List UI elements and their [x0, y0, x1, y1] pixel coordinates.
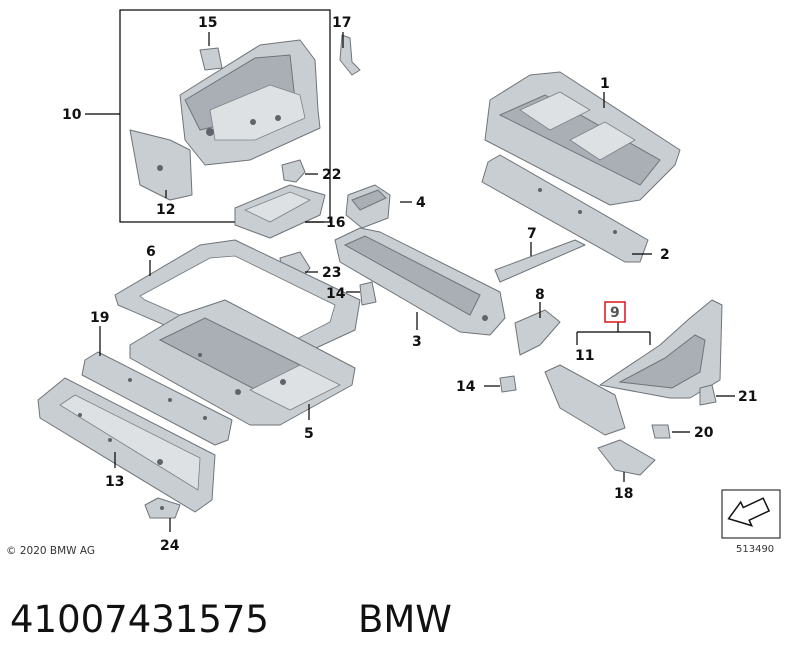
callout-22[interactable]: 22	[322, 167, 341, 183]
callout-14b[interactable]: 14	[456, 379, 476, 395]
callout-19[interactable]: 19	[90, 310, 109, 326]
callout-12[interactable]: 12	[156, 202, 175, 218]
callout-9[interactable]: 9	[610, 305, 620, 321]
part-19-drawing[interactable]	[81, 351, 233, 446]
selected-callout-highlight	[604, 301, 626, 323]
callout-20[interactable]: 20	[694, 425, 714, 441]
callout-4[interactable]: 4	[416, 195, 426, 211]
leader-lines	[85, 32, 735, 532]
callout-15[interactable]: 15	[198, 15, 217, 31]
part-13-drawing[interactable]	[37, 377, 216, 513]
callout-24[interactable]: 24	[160, 538, 180, 554]
callout-10[interactable]: 10	[62, 107, 82, 123]
footer-brand: BMW	[358, 598, 452, 641]
part-17-drawing[interactable]	[339, 34, 361, 76]
part-24-drawing[interactable]	[144, 497, 181, 519]
part-4-drawing[interactable]	[345, 184, 391, 229]
part-11-drawing[interactable]	[544, 364, 626, 436]
part-7-drawing[interactable]	[494, 239, 586, 283]
callout-3[interactable]: 3	[412, 334, 422, 350]
part-16-drawing[interactable]	[234, 184, 326, 239]
callout-6[interactable]: 6	[146, 244, 156, 260]
part-6-drawing[interactable]	[114, 239, 361, 363]
diagram-number: 513490	[736, 544, 774, 555]
part-10-drawing[interactable]	[179, 39, 321, 166]
callout-7[interactable]: 7	[527, 226, 537, 242]
callout-1[interactable]: 1	[600, 76, 610, 92]
part-15-drawing[interactable]	[199, 47, 223, 71]
part-2-drawing[interactable]	[481, 154, 649, 263]
callout-5[interactable]: 5	[304, 426, 314, 442]
callout-23[interactable]: 23	[322, 265, 341, 281]
callout-11[interactable]: 11	[575, 348, 594, 364]
part-5-drawing[interactable]	[129, 299, 356, 426]
inset-frame	[119, 9, 331, 223]
callout-16[interactable]: 16	[326, 215, 345, 231]
part-9-drawing[interactable]	[599, 299, 723, 399]
callout-13[interactable]: 13	[105, 474, 124, 490]
callout-2[interactable]: 2	[660, 247, 670, 263]
part-14b-drawing[interactable]	[499, 375, 517, 393]
callout-17[interactable]: 17	[332, 15, 351, 31]
part-21-drawing[interactable]	[699, 384, 717, 406]
footer-part-number: 41007431575	[10, 598, 269, 641]
part-8-drawing[interactable]	[514, 309, 561, 356]
part-3-drawing[interactable]	[334, 227, 506, 336]
callout-18[interactable]: 18	[614, 486, 633, 502]
part-22-drawing[interactable]	[281, 159, 306, 183]
part-14a-drawing[interactable]	[359, 281, 377, 306]
part-20-drawing[interactable]	[651, 424, 671, 439]
callout-8[interactable]: 8	[535, 287, 545, 303]
callout-21[interactable]: 21	[738, 389, 757, 405]
copyright-text: © 2020 BMW AG	[6, 545, 95, 557]
callout-14a[interactable]: 14	[326, 286, 346, 302]
part-12-drawing[interactable]	[129, 129, 193, 201]
part-1-drawing[interactable]	[484, 71, 681, 206]
part-18-drawing[interactable]	[597, 439, 656, 476]
arrow-icon[interactable]	[721, 489, 781, 539]
